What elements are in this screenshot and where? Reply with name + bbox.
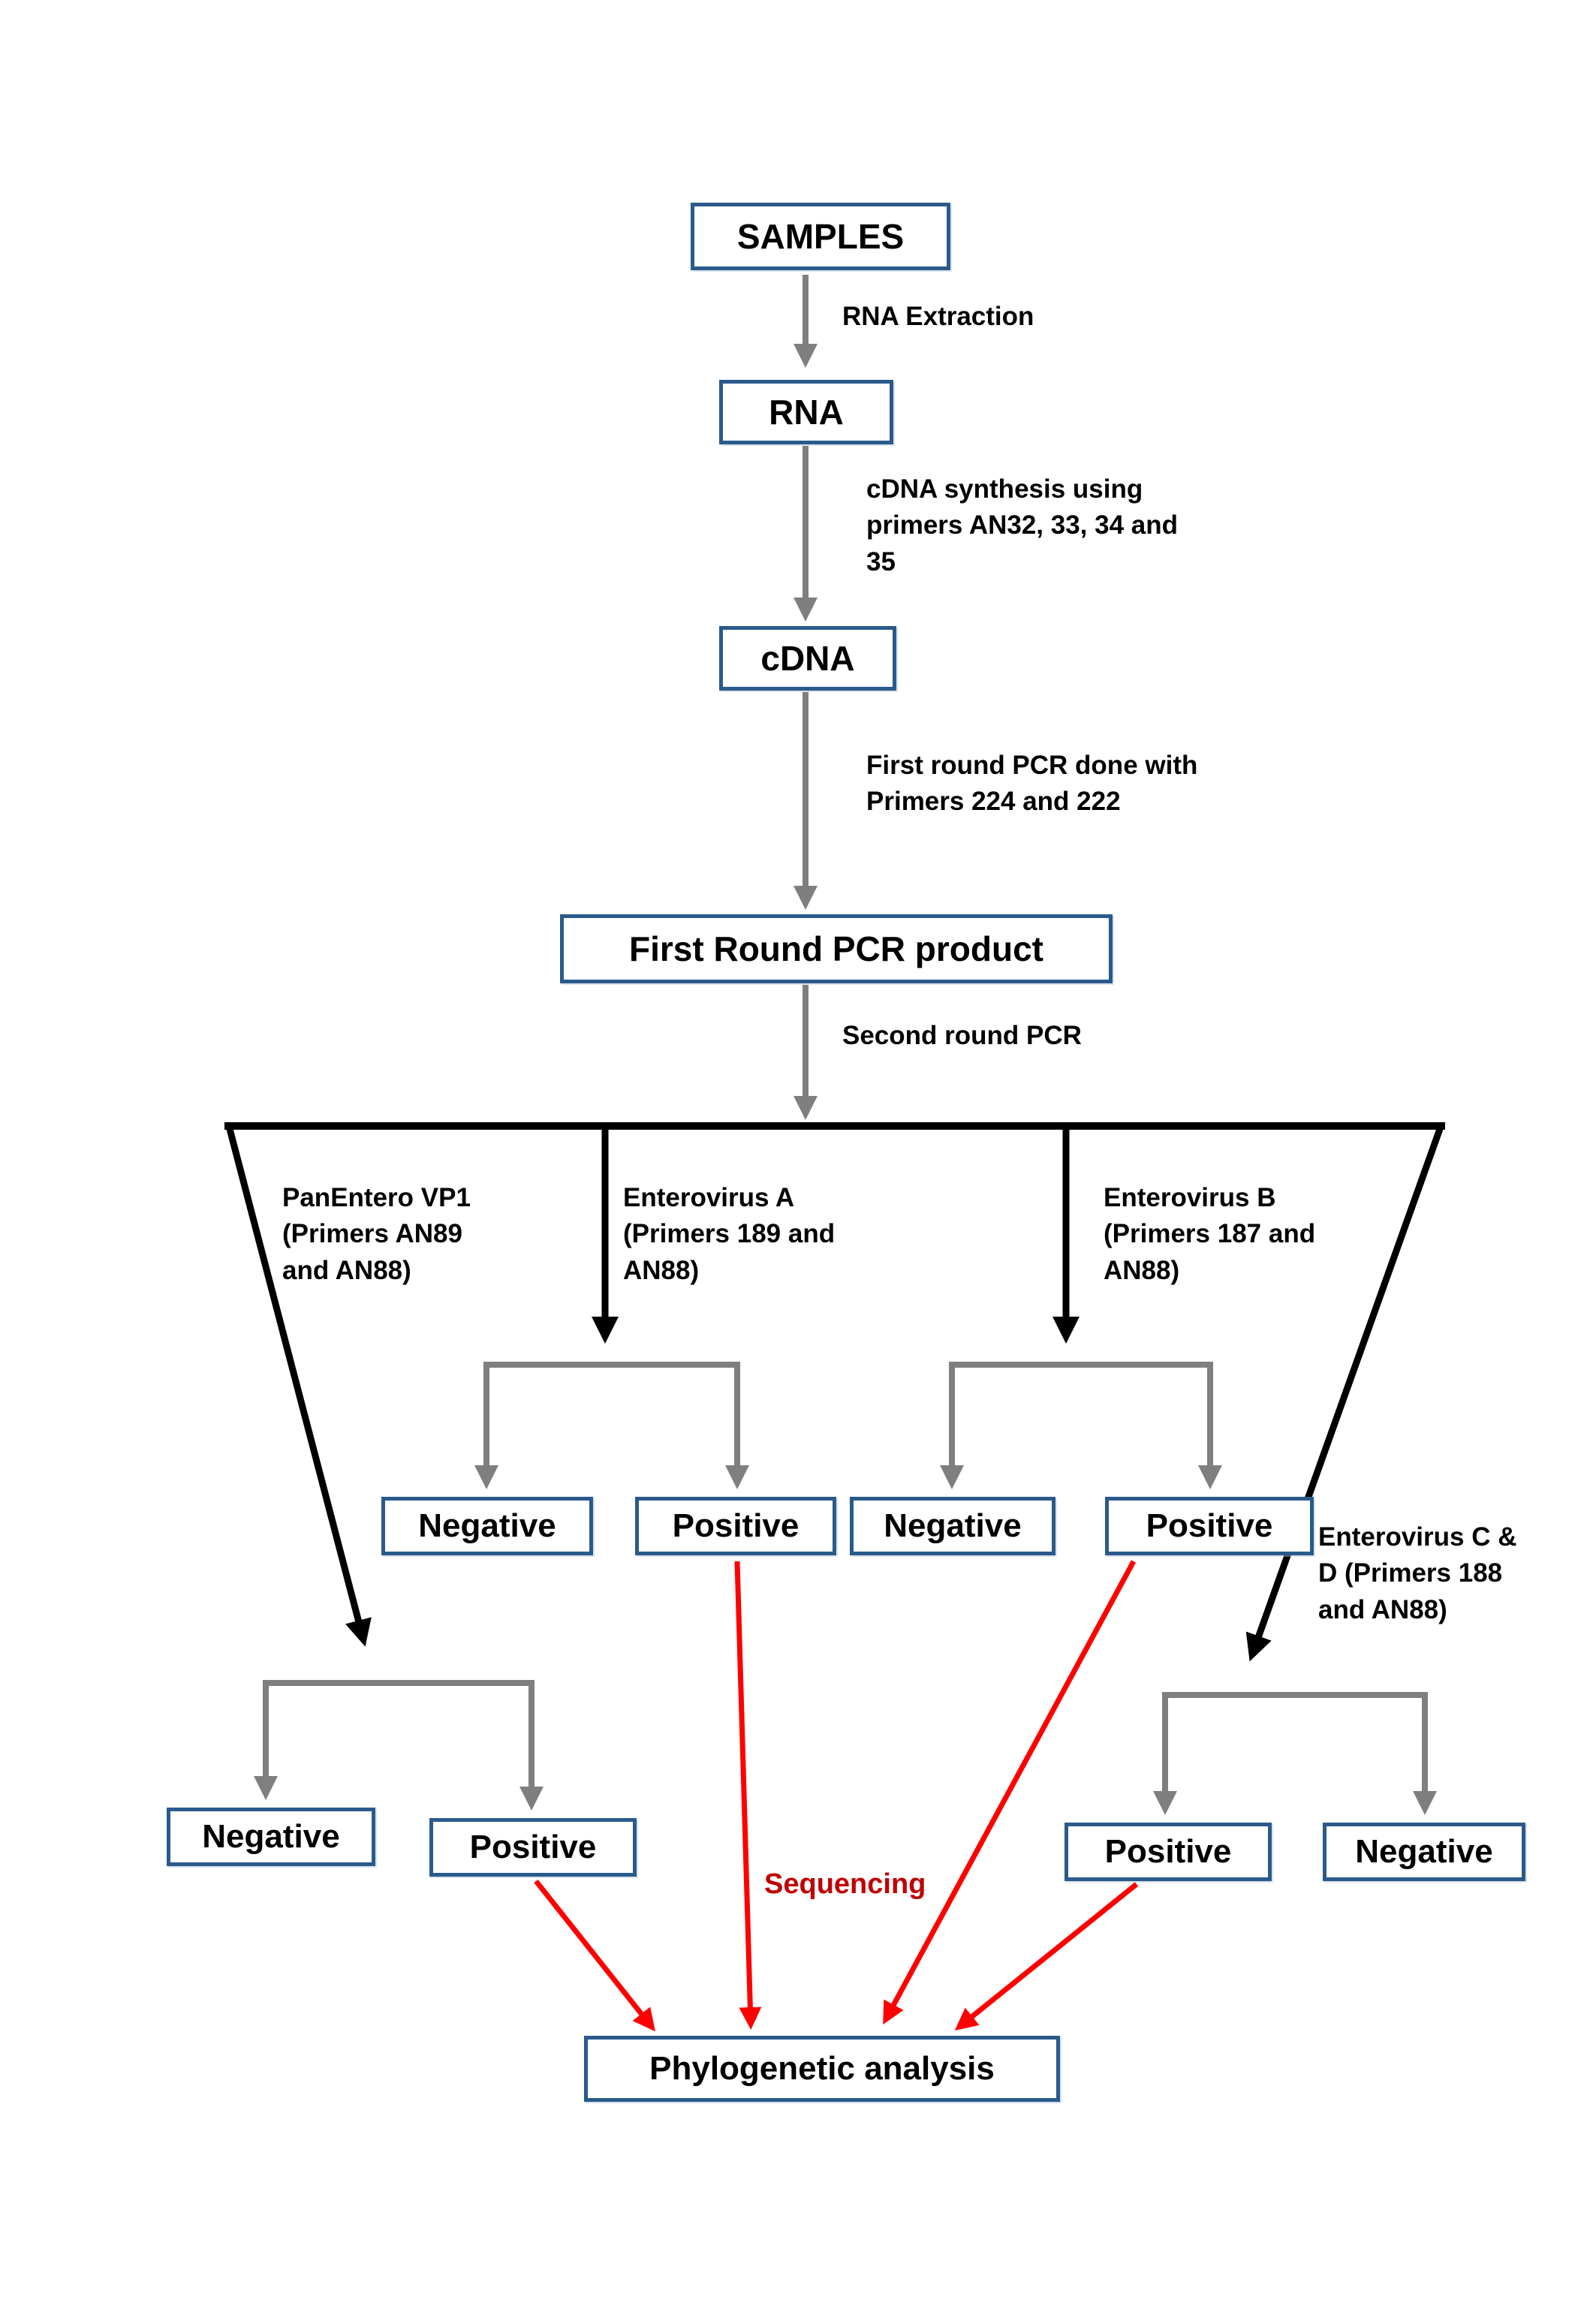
outcome-panentero-positive: Positive [429,1818,637,1877]
outcome-panentero-negative: Negative [167,1808,375,1866]
node-cdna-label: cDNA [760,639,855,678]
outcome-label: Negative [418,1507,556,1544]
label-branch-enterovirus-a: Enterovirus A (Primers 189 and AN88) [623,1183,836,1285]
outcome-enterovirus-a-positive: Positive [635,1497,836,1555]
node-first-round-pcr-label: First Round PCR product [629,929,1043,968]
outcome-enterovirus-a-negative: Negative [381,1497,593,1555]
red-arrow-cd-positive [954,1882,1139,2031]
node-cdna: cDNA [719,626,896,691]
node-phylogenetic-label: Phylogenetic analysis [649,2050,995,2087]
outcome-enterovirus-b-positive: Positive [1105,1497,1314,1555]
outcome-label: Negative [1355,1833,1493,1870]
label-branch-enterovirus-b: Enterovirus B (Primers 187 and AN88) [1104,1183,1316,1285]
outcome-label: Positive [672,1507,800,1544]
node-samples-label: SAMPLES [736,217,905,256]
node-first-round-pcr-product: First Round PCR product [560,914,1113,983]
red-arrow-eb-positive [883,1560,1137,2025]
node-phylogenetic-analysis: Phylogenetic analysis [584,2036,1060,2102]
outcome-enterovirus-cd-positive: Positive [1065,1823,1272,1881]
node-samples: SAMPLES [691,203,950,270]
node-rna: RNA [719,380,893,444]
label-cdna-synthesis: cDNA synthesis using primers AN32, 33, 3… [866,474,1179,576]
outcome-enterovirus-cd-negative: Negative [1323,1823,1525,1881]
outcome-label: Negative [884,1507,1022,1544]
branch-panentero-arrow [226,1127,372,1647]
label-sequencing: Sequencing [764,1868,926,1900]
label-first-round-pcr: First round PCR done with Primers 224 an… [866,751,1198,817]
red-arrow-pe-positive [534,1879,655,2032]
label-second-round-pcr: Second round PCR [842,1021,1082,1050]
outcome-label: Negative [202,1818,340,1855]
red-arrow-ea-positive [734,1561,762,2030]
label-branch-panentero-vp1: PanEntero VP1 (Primers AN89 and AN88) [282,1183,471,1285]
node-rna-label: RNA [769,393,844,432]
label-branch-enterovirus-cd: Enterovirus C & D (Primers 188 and AN88) [1318,1522,1517,1624]
outcome-label: Positive [1146,1507,1273,1544]
outcome-label: Positive [1104,1833,1232,1870]
label-rna-extraction: RNA Extraction [842,302,1034,331]
outcome-enterovirus-b-negative: Negative [850,1497,1055,1555]
outcome-label: Positive [469,1829,597,1865]
branch-enterovirus-cd-arrow [1245,1127,1444,1662]
